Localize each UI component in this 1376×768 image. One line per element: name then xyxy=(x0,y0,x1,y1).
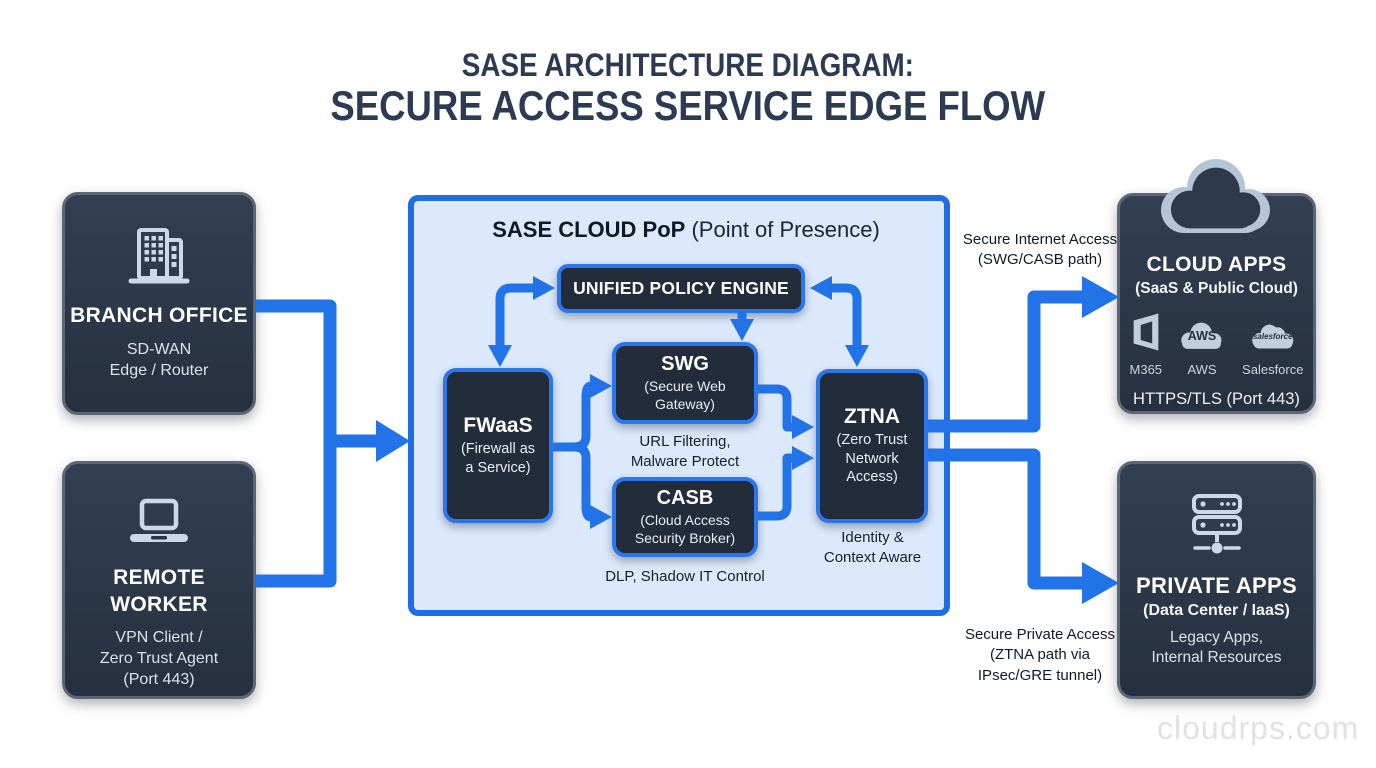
casb-box: CASB (Cloud Access Security Broker) xyxy=(612,477,758,557)
secure-private-access-line3: IPsec/GRE tunnel) xyxy=(977,666,1103,684)
swg-desc-line2: Gateway) xyxy=(655,395,715,412)
fwaas-desc: (Firewall as a Service) xyxy=(461,440,535,477)
secure-internet-access-line2: (SWG/CASB path) xyxy=(977,251,1103,269)
arrow-ztna-to-cloud-apps xyxy=(928,290,1082,433)
ztna-name: ZTNA xyxy=(844,405,900,429)
swg-box: SWG (Secure Web Gateway) xyxy=(612,342,758,424)
diagram-title-line2-text: SECURE ACCESS SERVICE EDGE FLOW xyxy=(330,82,1046,129)
aws-cloud-logo-icon: AWS xyxy=(1177,320,1227,357)
remote-worker-title-line2: WORKER xyxy=(110,593,208,617)
diagram-title-line1-text: SASE ARCHITECTURE DIAGRAM: xyxy=(461,47,915,83)
secure-internet-access-line1: Secure Internet Access xyxy=(962,231,1118,248)
ztna-desc-line3: Access) xyxy=(846,469,898,486)
remote-worker-subtitle-line2: Zero Trust Agent xyxy=(99,649,219,667)
watermark: cloudrps.com xyxy=(1157,710,1360,746)
m365-logo-icon xyxy=(1131,312,1161,357)
remote-worker-title: REMOTE WORKER xyxy=(110,564,207,619)
arrow-ztna-to-private-apps xyxy=(928,448,1082,590)
private-apps-desc: Legacy Apps, Internal Resources xyxy=(1151,628,1281,669)
swg-caption-line1: URL Filtering, xyxy=(639,433,731,450)
arrowhead-into-private-apps xyxy=(1082,562,1119,604)
arrow-sources-trunk xyxy=(256,299,337,588)
secure-private-access-line2: (ZTNA path via xyxy=(989,646,1091,664)
salesforce-logo-item: salesforce Salesforce xyxy=(1242,322,1303,377)
branch-office-subtitle-line1: SD-WAN xyxy=(126,341,192,359)
casb-name: CASB xyxy=(656,486,714,509)
salesforce-logo-text: salesforce xyxy=(1252,332,1293,342)
secure-private-access-line1: Secure Private Access xyxy=(964,626,1116,643)
branch-office-subtitle-line2: Edge / Router xyxy=(109,362,209,380)
ztna-desc-line1: (Zero Trust xyxy=(836,432,908,449)
secure-private-access-label: Secure Private Access (ZTNA path via IPs… xyxy=(950,625,1130,686)
ztna-caption-line1: Identity & xyxy=(841,529,904,546)
private-apps-subtitle: (Data Center / IaaS) xyxy=(1143,601,1290,619)
cloud-apps-logo-row: M365 AWS AWS xyxy=(1129,312,1303,378)
diagram-title-line2: SECURE ACCESS SERVICE EDGE FLOW xyxy=(0,82,1376,130)
ztna-caption: Identity & Context Aware xyxy=(800,528,945,568)
m365-logo-item: M365 xyxy=(1129,312,1163,378)
m365-logo-label: M365 xyxy=(1129,362,1163,378)
cloud-apps-title: CLOUD APPS xyxy=(1146,253,1287,276)
arrowhead-into-cloud-apps xyxy=(1082,276,1119,318)
ztna-caption-line2: Context Aware xyxy=(823,548,922,566)
sase-cloud-pop-title: SASE CLOUD PoP xyxy=(492,217,686,242)
private-apps-desc-line1: Legacy Apps, xyxy=(1169,628,1264,646)
ztna-box: ZTNA (Zero Trust Network Access) xyxy=(816,369,928,523)
arrowhead-into-sase xyxy=(376,420,410,462)
casb-caption: DLP, Shadow IT Control xyxy=(605,568,765,585)
salesforce-logo-label: Salesforce xyxy=(1242,362,1304,378)
building-icon xyxy=(121,225,197,289)
fwaas-desc-line2: a Service) xyxy=(465,459,531,476)
remote-worker-title-line1: REMOTE xyxy=(113,566,205,589)
aws-logo-item: AWS AWS xyxy=(1177,320,1227,377)
casb-desc-line2: Security Broker) xyxy=(634,529,736,546)
laptop-icon xyxy=(122,498,196,548)
swg-caption: URL Filtering, Malware Protect xyxy=(600,432,770,472)
swg-desc: (Secure Web Gateway) xyxy=(644,378,725,414)
branch-office-subtitle: SD-WAN Edge / Router xyxy=(110,339,209,381)
swg-caption-line2: Malware Protect xyxy=(630,452,740,470)
fwaas-desc-line1: (Firewall as xyxy=(460,441,536,458)
private-apps-title: PRIVATE APPS xyxy=(1136,573,1297,598)
remote-worker-card: REMOTE WORKER VPN Client / Zero Trust Ag… xyxy=(62,461,256,699)
branch-office-title: BRANCH OFFICE xyxy=(70,304,248,327)
aws-logo-text: AWS xyxy=(1187,329,1217,344)
aws-logo-label: AWS xyxy=(1187,362,1217,378)
diagram-title-line1: SASE ARCHITECTURE DIAGRAM: xyxy=(0,47,1376,84)
casb-desc: (Cloud Access Security Broker) xyxy=(635,512,735,548)
cloud-apps-subtitle: (SaaS & Public Cloud) xyxy=(1135,280,1298,298)
casb-desc-line1: (Cloud Access xyxy=(640,511,730,528)
cloud-apps-protocol: HTTPS/TLS (Port 443) xyxy=(1133,390,1300,409)
unified-policy-engine-box: UNIFIED POLICY ENGINE xyxy=(557,264,805,313)
fwaas-box: FWaaS (Firewall as a Service) xyxy=(443,368,553,523)
swg-desc-line1: (Secure Web xyxy=(644,377,726,394)
remote-worker-subtitle-line1: VPN Client / xyxy=(115,628,203,646)
swg-name: SWG xyxy=(661,352,709,375)
private-apps-card: PRIVATE APPS (Data Center / IaaS) Legacy… xyxy=(1117,461,1316,699)
sase-cloud-pop-header: SASE CLOUD PoP (Point of Presence) xyxy=(430,217,942,243)
remote-worker-subtitle-line3: (Port 443) xyxy=(123,670,195,688)
server-icon xyxy=(1181,492,1253,558)
salesforce-cloud-logo-icon: salesforce xyxy=(1248,322,1298,357)
cloud-icon xyxy=(1150,153,1282,243)
remote-worker-subtitle: VPN Client / Zero Trust Agent (Port 443) xyxy=(100,627,218,690)
branch-office-card: BRANCH OFFICE SD-WAN Edge / Router xyxy=(62,192,256,415)
unified-policy-engine-label: UNIFIED POLICY ENGINE xyxy=(573,278,789,298)
ztna-desc: (Zero Trust Network Access) xyxy=(837,431,908,486)
private-apps-desc-line2: Internal Resources xyxy=(1151,648,1282,666)
secure-internet-access-label: Secure Internet Access (SWG/CASB path) xyxy=(955,230,1125,271)
fwaas-name: FWaaS xyxy=(463,414,533,438)
ztna-desc-line2: Network xyxy=(845,450,899,467)
sase-cloud-pop-title-suffix: (Point of Presence) xyxy=(685,217,880,242)
